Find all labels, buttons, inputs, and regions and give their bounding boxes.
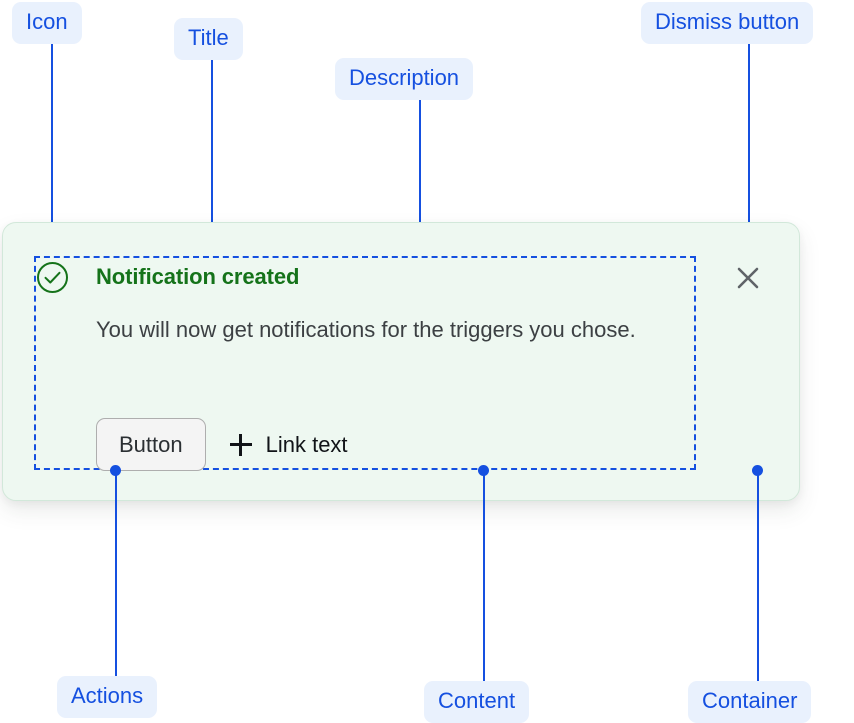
annotation-label-icon: Icon bbox=[12, 2, 82, 44]
annotation-label-description: Description bbox=[335, 58, 474, 100]
annotation-leader-actions bbox=[115, 475, 117, 676]
annotation-leader-dismiss bbox=[748, 44, 750, 249]
annotation-label-title: Title bbox=[174, 18, 243, 60]
notification-actions: Button Link text bbox=[96, 418, 348, 471]
annotation-dot-content bbox=[478, 465, 489, 476]
notification-description: You will now get notifications for the t… bbox=[96, 317, 636, 342]
notification-container bbox=[2, 222, 800, 501]
notification-title: Notification created bbox=[96, 264, 300, 289]
action-button[interactable]: Button bbox=[96, 418, 206, 471]
annotation-leader-description bbox=[419, 100, 421, 298]
annotation-leader-title bbox=[211, 60, 213, 262]
annotation-label-container: Container bbox=[688, 681, 812, 723]
action-link[interactable]: Link text bbox=[229, 431, 348, 458]
annotation-label-dismiss: Dismiss button bbox=[641, 2, 814, 44]
annotation-label-actions: Actions bbox=[57, 676, 158, 718]
annotation-leader-container bbox=[757, 475, 759, 681]
close-icon bbox=[737, 267, 759, 289]
annotation-leader-content bbox=[483, 475, 485, 681]
annotation-dot-container bbox=[752, 465, 763, 476]
dismiss-button[interactable] bbox=[733, 263, 763, 293]
annotation-label-content: Content bbox=[424, 681, 530, 723]
plus-icon bbox=[229, 433, 252, 456]
action-link-label: Link text bbox=[265, 431, 348, 457]
annotation-dot-actions bbox=[110, 465, 121, 476]
check-circle-icon bbox=[36, 261, 69, 294]
annotation-leader-icon bbox=[51, 44, 53, 249]
